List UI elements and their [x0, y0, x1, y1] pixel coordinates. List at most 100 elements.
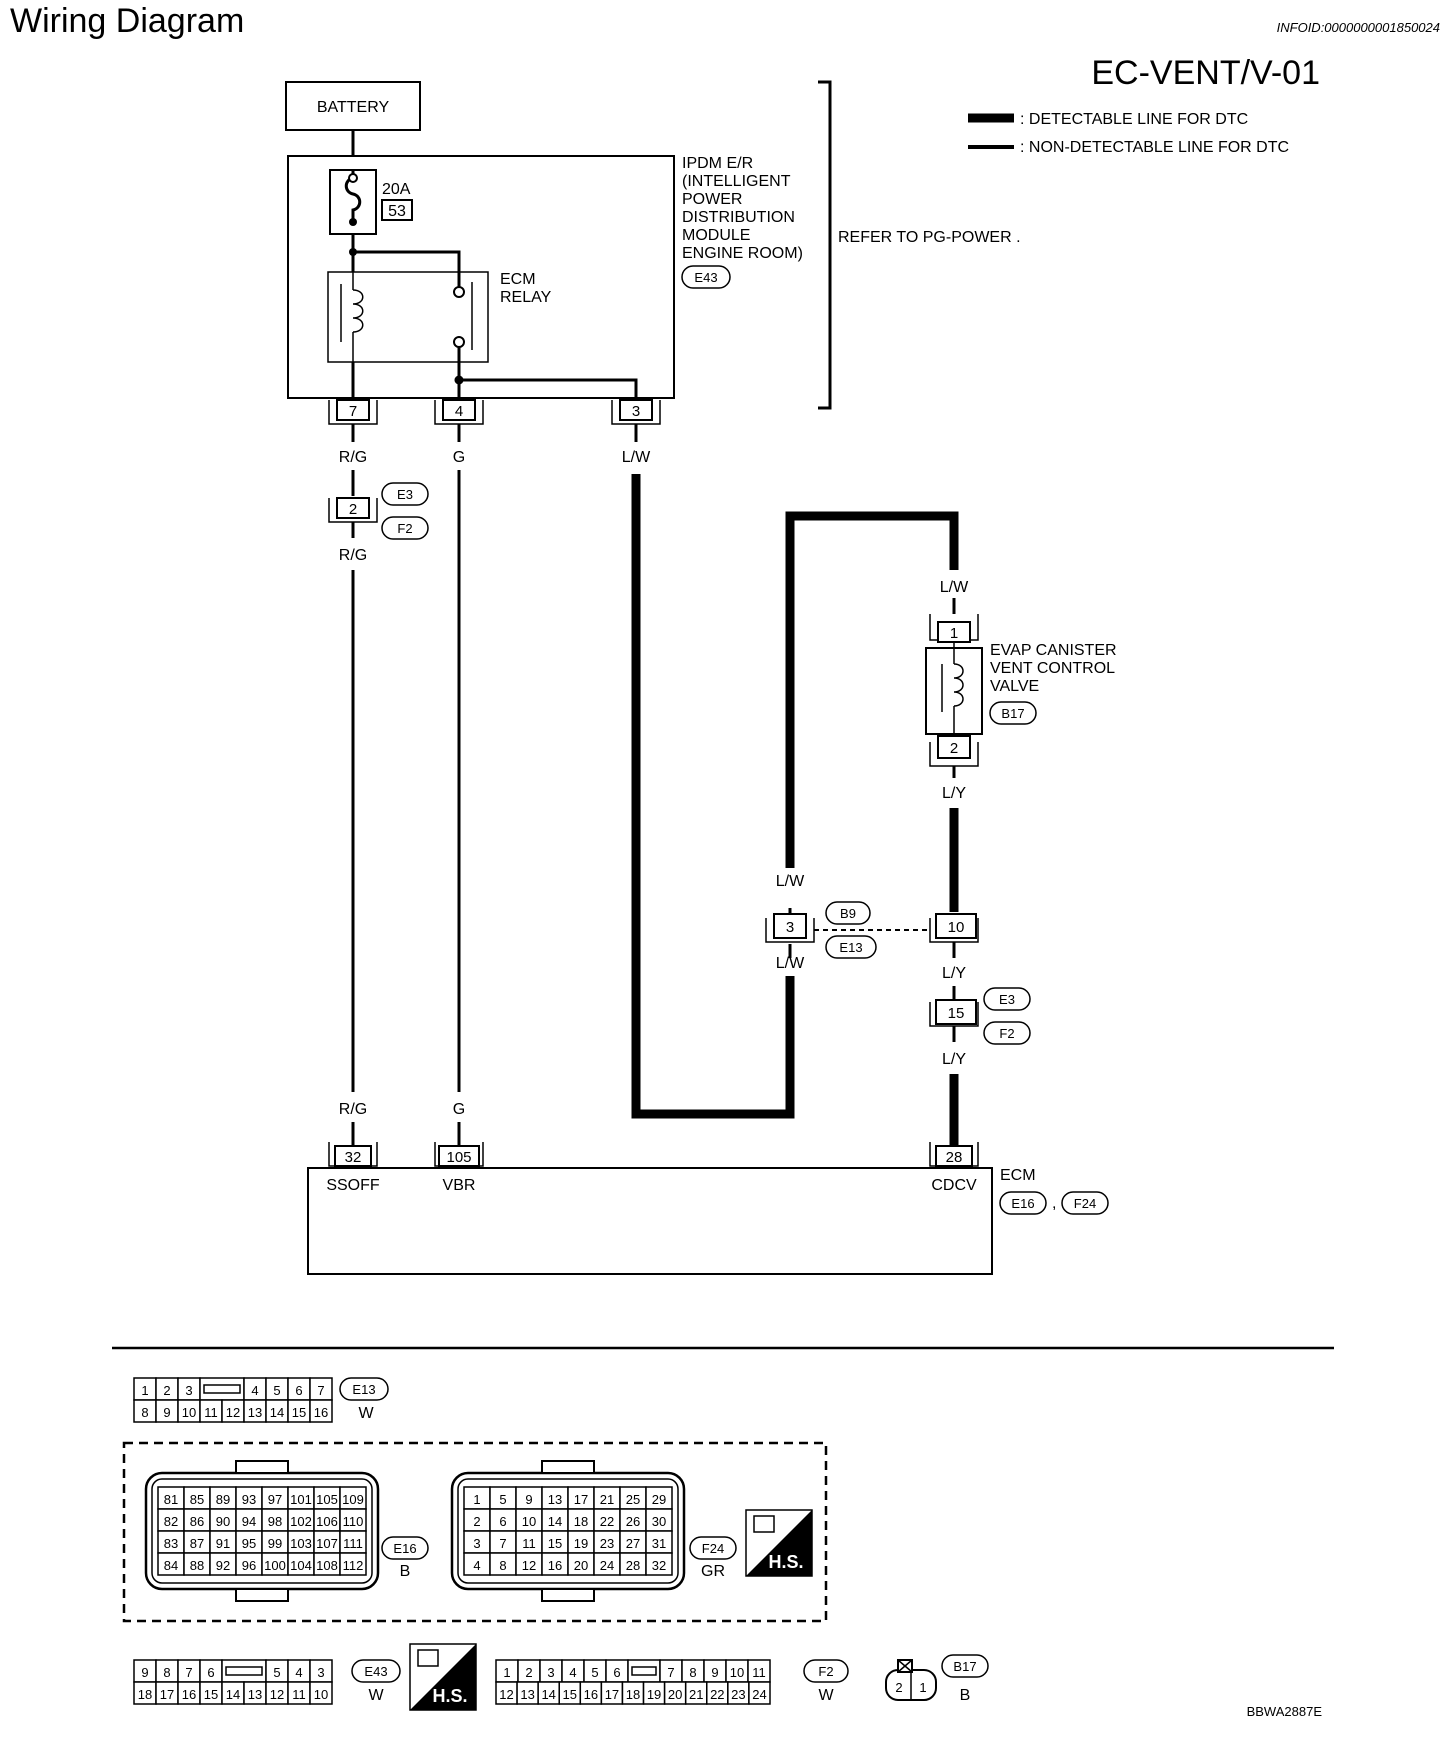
e43-bottom-cell — [309, 1681, 333, 1705]
e16-r0-pin: 105 — [316, 1492, 338, 1507]
svg-text:F24: F24 — [1074, 1196, 1096, 1211]
connector-tag-f24 — [1061, 1191, 1109, 1215]
e16-r0-pin: 109 — [342, 1492, 364, 1507]
wire-color-lw-2: L/W — [776, 873, 805, 890]
svg-text:F24: F24 — [702, 1541, 724, 1556]
e43-bottom-pin: 17 — [160, 1687, 174, 1702]
valve-pin-1: 1 — [929, 614, 979, 643]
e13-top-pin: 7 — [317, 1383, 324, 1398]
svg-text:H.S.: H.S. — [768, 1552, 803, 1572]
svg-text:3: 3 — [786, 919, 794, 936]
f24-r0-pin: 21 — [600, 1492, 614, 1507]
f2-bottom-pin: 12 — [499, 1687, 513, 1702]
e3-f2-connector-pin-15: 15 — [929, 999, 979, 1027]
ecm-relay-box — [327, 271, 489, 363]
connector-tag-b9 — [825, 901, 871, 925]
f2-bottom-pin: 16 — [584, 1687, 598, 1702]
ecm-pin-28: 28 — [929, 1142, 979, 1167]
svg-text:E13: E13 — [839, 940, 862, 955]
connector-tag-b17-view — [941, 1654, 989, 1678]
svg-text:E13: E13 — [352, 1382, 375, 1397]
f24-r3-pin: 4 — [473, 1558, 480, 1573]
f2-bottom-pin: 15 — [563, 1687, 577, 1702]
f2-color: W — [818, 1687, 834, 1704]
ecm-connector-group — [122, 1441, 828, 1623]
f24-r3-pin: 16 — [548, 1558, 562, 1573]
f2-top-pin: 9 — [711, 1665, 718, 1680]
e13-top-pin: 3 — [185, 1383, 192, 1398]
e43-top-pin: 4 — [295, 1665, 302, 1680]
ecm-pin-105: 105 — [434, 1142, 484, 1167]
f2-top-pin: 5 — [591, 1665, 598, 1680]
f2-bottom-pin: 23 — [731, 1687, 745, 1702]
e43-top-pin: 7 — [185, 1665, 192, 1680]
f2-top-pin: 4 — [569, 1665, 576, 1680]
f24-r3-cell — [645, 1552, 673, 1576]
b17-color: B — [960, 1687, 971, 1704]
f24-r2-pin: 15 — [548, 1536, 562, 1551]
f2-bottom-pin: 24 — [752, 1687, 766, 1702]
f24-r2-pin: 3 — [473, 1536, 480, 1551]
connector-view-b17: 2 1 — [885, 1659, 937, 1701]
e13-top-pin: 4 — [251, 1383, 258, 1398]
connector-tag-f2-a — [381, 516, 429, 540]
e13-bottom-pin: 16 — [314, 1405, 328, 1420]
ecm-box — [307, 1167, 993, 1275]
e43-bottom-pin: 12 — [270, 1687, 284, 1702]
b9-e13-connector-pin-10: 10 — [929, 913, 979, 943]
f2-bottom-pin: 17 — [605, 1687, 619, 1702]
e16-r3-pin: 88 — [190, 1558, 204, 1573]
wire-color-lw-4: L/W — [940, 579, 969, 596]
e16-r3-pin: 84 — [164, 1558, 178, 1573]
f2-top-pin: 1 — [503, 1665, 510, 1680]
f24-r2-pin: 27 — [626, 1536, 640, 1551]
page-title: Wiring Diagram — [10, 2, 244, 40]
svg-text:2: 2 — [895, 1680, 902, 1695]
svg-text:DISTRIBUTION: DISTRIBUTION — [682, 209, 795, 226]
e16-r1-pin: 102 — [290, 1514, 312, 1529]
f2-bottom-pin: 22 — [710, 1687, 724, 1702]
f2-bottom-cell — [748, 1681, 771, 1705]
ecm-relay-label-2: RELAY — [500, 289, 552, 306]
e13-top-pin: 5 — [273, 1383, 280, 1398]
f24-r1-pin: 22 — [600, 1514, 614, 1529]
battery-box — [285, 81, 421, 131]
e43-bottom-pin: 10 — [314, 1687, 328, 1702]
detectable-wire-lw — [631, 474, 795, 1119]
ipdm-pin-4: 4 — [434, 399, 484, 425]
f2-top-pin: 8 — [689, 1665, 696, 1680]
e16-r1-pin: 106 — [316, 1514, 338, 1529]
valve-label-1: EVAP CANISTER — [990, 642, 1117, 659]
refer-bracket — [818, 80, 832, 410]
svg-text:B17: B17 — [1001, 706, 1024, 721]
f24-r3-pin: 8 — [499, 1558, 506, 1573]
e16-r1-pin: 82 — [164, 1514, 178, 1529]
f24-r1-pin: 6 — [499, 1514, 506, 1529]
e13-bottom-pin: 12 — [226, 1405, 240, 1420]
connector-tag-b17 — [989, 701, 1037, 725]
valve-label-2: VENT CONTROL — [990, 660, 1115, 677]
wire-color-lw-3: L/W — [776, 955, 805, 972]
legend-detectable: : DETECTABLE LINE FOR DTC — [1020, 111, 1248, 128]
f24-color: GR — [701, 1563, 725, 1580]
e16-r1-pin: 98 — [268, 1514, 282, 1529]
svg-text:2: 2 — [950, 740, 958, 757]
e43-top-pin: 8 — [163, 1665, 170, 1680]
svg-text:B17: B17 — [953, 1659, 976, 1674]
wire-color-lw-1: L/W — [622, 449, 651, 466]
e16-r3-pin: 112 — [343, 1558, 364, 1573]
relay-coil-icon — [340, 272, 364, 362]
e16-r2-pin: 83 — [164, 1536, 178, 1551]
e43-bottom-pin: 14 — [226, 1687, 240, 1702]
ecm-terminal-ssoff: SSOFF — [326, 1177, 380, 1194]
wire-color-ly-3: L/Y — [942, 1051, 966, 1068]
e13-top-pin: 6 — [295, 1383, 302, 1398]
f24-r3-pin: 32 — [652, 1558, 666, 1573]
e16-r3-pin: 100 — [264, 1558, 286, 1573]
svg-text:F2: F2 — [999, 1026, 1014, 1041]
f2-top-pin: 10 — [730, 1665, 744, 1680]
f2-bottom-pin: 19 — [647, 1687, 661, 1702]
